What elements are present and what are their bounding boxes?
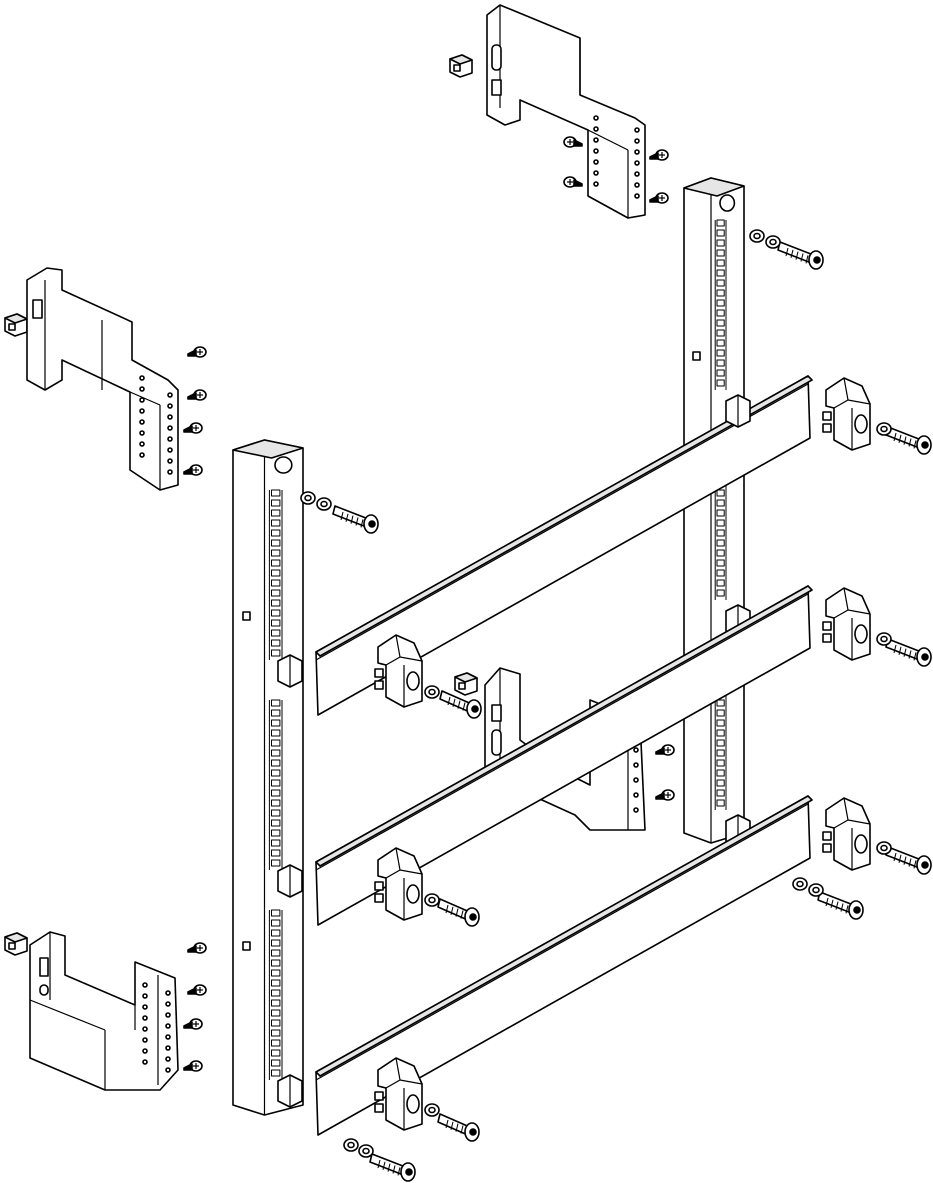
hex-socket-screw-10 <box>778 242 823 269</box>
clamp-block-6 <box>823 798 870 870</box>
support-bar-top <box>316 376 812 715</box>
mounting-bracket-left-lower <box>30 932 178 1090</box>
rail-slider <box>278 865 302 897</box>
tapping-screw-7 <box>184 423 202 433</box>
hex-socket-screw-8 <box>370 1154 415 1181</box>
support-bar-bottom <box>316 796 812 1135</box>
tapping-screw-14 <box>656 790 674 800</box>
cage-nut-2 <box>5 314 27 336</box>
clamp-block-4 <box>823 378 870 450</box>
rail-notch <box>243 612 250 620</box>
tapping-screw-8 <box>184 465 202 475</box>
cage-nut-4 <box>455 673 477 695</box>
tapping-screw-5 <box>188 347 206 357</box>
rail-slider <box>726 395 750 427</box>
clamp-block-1 <box>375 635 422 707</box>
washer-6 <box>877 633 891 645</box>
hex-socket-screw-3 <box>886 639 931 666</box>
clamp-block-2 <box>375 848 422 920</box>
clamp-block-5 <box>823 588 870 660</box>
tapping-screw-13 <box>656 745 674 755</box>
hex-socket-screw-1 <box>333 506 378 533</box>
washer-4 <box>766 236 780 248</box>
tapping-screw-2 <box>564 177 582 187</box>
tapping-screw-9 <box>188 943 206 953</box>
washer-12 <box>425 1104 439 1116</box>
washer-5 <box>877 423 891 435</box>
hex-socket-screw-4 <box>886 847 931 874</box>
hex-socket-screw-5 <box>818 892 863 919</box>
mounting-bracket-top <box>487 5 645 218</box>
rail-notch <box>693 352 700 360</box>
tapping-screw-1 <box>564 137 582 147</box>
hex-socket-screw-2 <box>886 427 931 454</box>
washer-2 <box>317 498 331 510</box>
mounting-bracket-left-upper <box>27 268 178 490</box>
hex-socket-screw-9 <box>440 691 481 718</box>
washer-7 <box>877 842 891 854</box>
tapping-screw-10 <box>188 985 206 995</box>
rail-notch <box>243 942 250 950</box>
tapping-screw-3 <box>650 150 668 160</box>
clamp-block-3 <box>375 1058 422 1130</box>
washer-8 <box>793 878 807 890</box>
support-bar-middle <box>316 586 812 925</box>
rail-slider <box>278 655 302 687</box>
rail-slider <box>278 1075 302 1107</box>
tapping-screw-6 <box>188 390 206 400</box>
hex-socket-screw-7 <box>438 1114 479 1141</box>
hex-socket-screw-6 <box>438 899 479 926</box>
tapping-screw-4 <box>650 193 668 203</box>
washer-10 <box>425 686 439 698</box>
washer-1 <box>301 492 315 504</box>
washer-13 <box>344 1139 358 1151</box>
washer-3 <box>750 230 764 242</box>
washer-11 <box>425 894 439 906</box>
cage-nut-1 <box>450 55 472 77</box>
washer-14 <box>359 1145 373 1157</box>
tapping-screw-12 <box>184 1061 202 1071</box>
right-vertical-rail <box>684 178 744 843</box>
cage-nut-3 <box>5 933 27 955</box>
tapping-screw-11 <box>184 1019 202 1029</box>
washer-9 <box>809 884 823 896</box>
left-vertical-rail <box>233 440 303 1115</box>
